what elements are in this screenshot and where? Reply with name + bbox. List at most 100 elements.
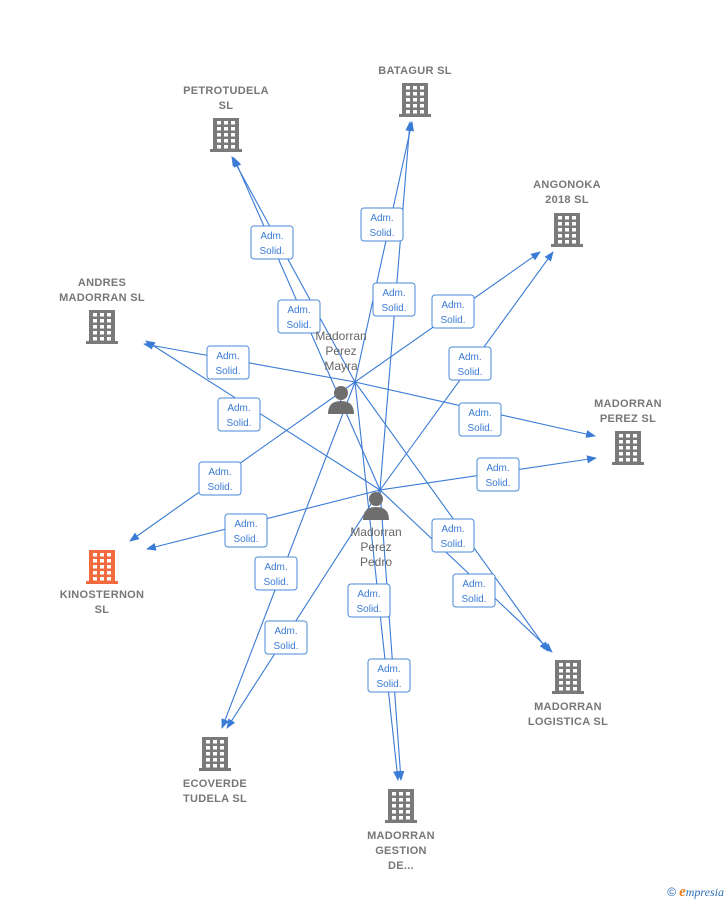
edge-line-pedro-madorran-logistica	[379, 489, 553, 653]
edge-label-pedro-kinosternon[interactable]: Adm.Solid.	[224, 513, 268, 548]
edge-label-mayra-angonoka[interactable]: Adm.Solid.	[431, 294, 475, 329]
edge-label-text: Solid.	[215, 366, 240, 377]
company-label: GESTION	[375, 845, 427, 857]
edge-label-text: Adm.	[462, 579, 485, 590]
edge-label-mayra-petrotudela[interactable]: Adm. Solid.	[250, 225, 294, 260]
company-node-petrotudela[interactable]: PETROTUDELA SL	[183, 85, 269, 152]
edge-label-mayra-ecoverde[interactable]: Adm.Solid.	[254, 556, 298, 591]
edge-label-mayra-madorran-perez[interactable]: Adm.Solid.	[458, 402, 502, 437]
edge-label-text: Adm.	[441, 300, 464, 311]
edge-label-box	[360, 207, 404, 242]
edge-label-box	[250, 225, 294, 260]
company-label: KINOSTERNON	[60, 589, 145, 601]
building-icon	[612, 431, 644, 465]
building-icon	[385, 789, 417, 823]
company-label: PETROTUDELA	[183, 85, 269, 97]
company-label: DE...	[388, 860, 414, 872]
edge-label-box	[206, 345, 250, 380]
edge-label-box	[367, 658, 411, 693]
edge-label-mayra-andres[interactable]: Adm.Solid.	[206, 345, 250, 380]
edge-label-text: Solid.	[273, 641, 298, 652]
person-label: Madorran	[315, 329, 366, 343]
edge-line-mayra-madorran-logistica	[354, 381, 549, 652]
person-label: Pedro	[360, 555, 392, 569]
edge-label-text: Solid.	[461, 594, 486, 605]
copyright-icon: ©	[667, 885, 677, 899]
company-label: TUDELA SL	[183, 793, 247, 805]
edge-line-pedro-andres	[145, 340, 381, 491]
edge-label-box	[277, 299, 321, 334]
edge-line-pedro-madorran-gestion	[379, 489, 405, 781]
edge-label-box	[458, 402, 502, 437]
edge-label-text: Adm.	[377, 664, 400, 675]
edge-label-box	[198, 461, 242, 496]
edge-label-mayra-madorran-gestion[interactable]: Adm. Solid.	[347, 583, 391, 618]
edge-label-pedro-angonoka[interactable]: Adm.Solid.	[448, 346, 492, 381]
company-node-madorran-logistica[interactable]: MADORRAN LOGISTICA SL	[528, 660, 608, 728]
edge-label-mayra-madorran-logistica[interactable]: Adm. Solid.	[452, 573, 496, 608]
company-node-andres[interactable]: ANDRES MADORRAN SL	[59, 277, 145, 344]
company-node-madorran-gestion[interactable]: MADORRANGESTIONDE...	[367, 789, 435, 872]
edge-label-pedro-madorran-gestion[interactable]: Adm. Solid.	[367, 658, 411, 693]
company-label: LOGISTICA SL	[528, 716, 608, 728]
person-icon	[328, 386, 354, 414]
edge-label-text: Adm.	[458, 352, 481, 363]
edge-label-mayra-kinosternon[interactable]: Adm. Solid.	[198, 461, 242, 496]
edge-label-box	[217, 397, 261, 432]
edge-label-box	[431, 294, 475, 329]
person-label: Madorran	[350, 525, 401, 539]
edge-label-text: Adm.	[382, 288, 405, 299]
edge-label-text: Adm.	[227, 403, 250, 414]
edge-label-pedro-andres[interactable]: Adm. Solid.	[217, 397, 261, 432]
edge-label-text: Solid.	[467, 423, 492, 434]
edge-label-text: Adm.	[234, 519, 257, 530]
person-label: Mayra	[324, 359, 358, 373]
edge-label-text: Adm.	[357, 589, 380, 600]
edge-label-text: Solid.	[356, 604, 381, 615]
person-icon	[363, 492, 389, 520]
person-label: Perez	[325, 344, 356, 358]
edge-label-pedro-batagur[interactable]: Adm. Solid.	[372, 282, 416, 317]
edge-label-box	[224, 513, 268, 548]
edge-labels-layer: Adm. Solid. Adm. Solid. Adm. Solid. Adm. Solid.…	[198, 207, 520, 693]
edge-label-box	[347, 583, 391, 618]
edge-label-text: Adm.	[208, 467, 231, 478]
company-label: ANDRES	[78, 277, 126, 289]
brand-initial: e	[679, 884, 686, 900]
company-node-batagur[interactable]: BATAGUR SL	[378, 65, 451, 117]
edge-line-pedro-ecoverde	[226, 489, 381, 729]
edge-label-text: Solid.	[259, 246, 284, 257]
edge-label-text: Adm.	[264, 562, 287, 573]
edge-label-text: Adm.	[260, 231, 283, 242]
edge-label-text: Solid.	[226, 418, 251, 429]
brand-footer[interactable]: © empresia	[667, 884, 724, 901]
edge-label-pedro-madorran-logistica[interactable]: Adm.Solid.	[431, 518, 475, 553]
edge-label-box	[476, 457, 520, 492]
edge-label-mayra-batagur[interactable]: Adm.Solid.	[360, 207, 404, 242]
edge-label-text: Solid.	[485, 478, 510, 489]
company-label: MADORRAN SL	[59, 292, 145, 304]
edge-label-text: Adm.	[486, 463, 509, 474]
building-icon	[86, 550, 118, 584]
building-icon	[199, 737, 231, 771]
edge-label-text: Solid.	[286, 320, 311, 331]
company-label: MADORRAN	[534, 701, 602, 713]
edge-label-text: Adm.	[274, 626, 297, 637]
edge-label-text: Solid.	[381, 303, 406, 314]
edge-label-text: Solid.	[207, 482, 232, 493]
edge-label-pedro-petrotudela[interactable]: Adm.Solid.	[277, 299, 321, 334]
edge-line-mayra-madorran-gestion	[354, 381, 401, 781]
edge-label-pedro-ecoverde[interactable]: Adm. Solid.	[264, 620, 308, 655]
building-icon	[86, 310, 118, 344]
edge-label-pedro-madorran-perez[interactable]: Adm. Solid.	[476, 457, 520, 492]
edge-label-box	[448, 346, 492, 381]
edge-label-text: Solid.	[376, 679, 401, 690]
company-label: SL	[219, 100, 234, 112]
